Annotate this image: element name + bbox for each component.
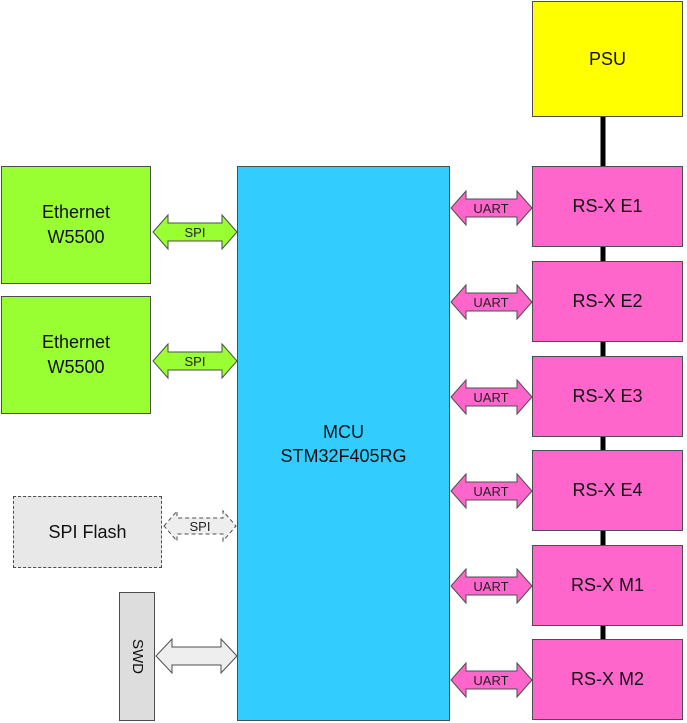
uart-link-label: UART xyxy=(473,579,508,594)
spi-flash-block: SPI Flash xyxy=(13,496,162,568)
ethernet-2-title: Ethernet xyxy=(41,332,111,352)
spi-link-ethernet-2: SPI xyxy=(152,342,238,380)
rsx-block-e3: RS-X E3 xyxy=(532,356,683,437)
psu-label: PSU xyxy=(588,48,626,69)
uart-link-label: UART xyxy=(473,390,508,405)
psu-block: PSU xyxy=(532,1,683,117)
spi-link-flash: SPI xyxy=(163,509,237,543)
mcu-block: MCU STM32F405RG xyxy=(237,166,450,721)
uart-link-m2: UART xyxy=(450,661,533,699)
rsx-m2-label: RS-X M2 xyxy=(570,669,644,689)
ethernet-1-chip: W5500 xyxy=(47,227,105,247)
uart-link-e3: UART xyxy=(450,378,533,416)
rsx-block-m1: RS-X M1 xyxy=(532,545,683,626)
spi-link-label: SPI xyxy=(185,225,206,240)
uart-link-label: UART xyxy=(473,201,508,216)
rsx-e1-label: RS-X E1 xyxy=(572,196,643,216)
uart-link-label: UART xyxy=(473,673,508,688)
swd-block: SWD xyxy=(119,592,155,721)
ethernet-1-title: Ethernet xyxy=(41,202,111,222)
rsx-e2-label: RS-X E2 xyxy=(572,291,643,311)
rsx-block-e2: RS-X E2 xyxy=(532,261,683,342)
uart-link-label: UART xyxy=(473,295,508,310)
rsx-e4-label: RS-X E4 xyxy=(572,480,643,500)
rsx-m1-label: RS-X M1 xyxy=(570,575,644,595)
spi-link-label: SPI xyxy=(185,354,206,369)
ethernet-2-chip: W5500 xyxy=(47,357,105,377)
rsx-block-e1: RS-X E1 xyxy=(532,166,683,247)
spi-link-label: SPI xyxy=(190,519,211,534)
spi-flash-label: SPI Flash xyxy=(48,521,127,542)
mcu-part-number: STM32F405RG xyxy=(280,445,407,466)
uart-link-m1: UART xyxy=(450,567,533,605)
uart-link-e1: UART xyxy=(450,189,533,227)
rsx-block-m2: RS-X M2 xyxy=(532,639,683,720)
spi-link-ethernet-1: SPI xyxy=(152,213,238,251)
rsx-block-e4: RS-X E4 xyxy=(532,450,683,531)
ethernet-block-1: Ethernet W5500 xyxy=(1,166,151,284)
ethernet-block-2: Ethernet W5500 xyxy=(1,296,151,414)
swd-link xyxy=(155,637,238,675)
uart-link-e2: UART xyxy=(450,283,533,321)
uart-link-label: UART xyxy=(473,484,508,499)
uart-link-e4: UART xyxy=(450,472,533,510)
rsx-e3-label: RS-X E3 xyxy=(572,386,643,406)
mcu-title: MCU xyxy=(322,421,364,442)
